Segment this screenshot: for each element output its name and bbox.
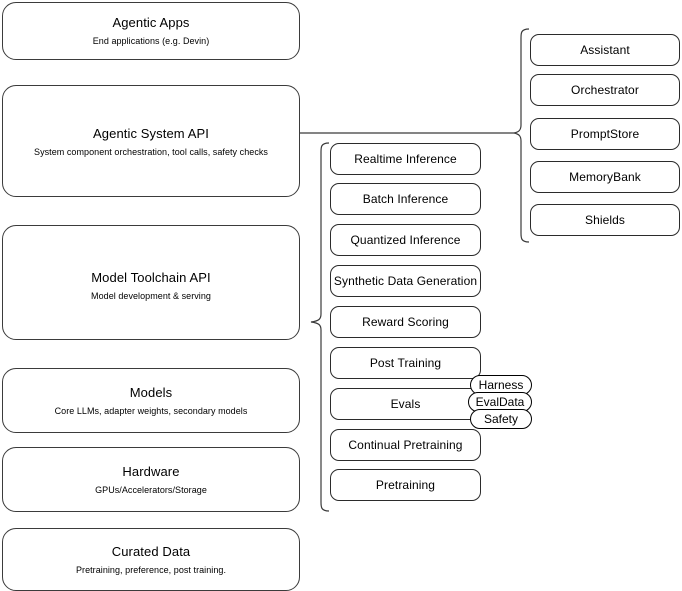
layer-text-group: Models Core LLMs, adapter weights, secon… — [55, 385, 248, 417]
toolchain-item-post-training[interactable]: Post Training — [330, 347, 481, 379]
layer-text-group: Hardware GPUs/Accelerators/Storage — [95, 464, 207, 496]
layer-curated-data[interactable]: Curated Data Pretraining, preference, po… — [2, 528, 300, 591]
toolchain-item-label: Continual Pretraining — [348, 438, 463, 452]
agentic-system-item-promptstore[interactable]: PromptStore — [530, 118, 680, 150]
toolchain-item-synthetic-data-generation[interactable]: Synthetic Data Generation — [330, 265, 481, 297]
layer-hardware[interactable]: Hardware GPUs/Accelerators/Storage — [2, 447, 300, 512]
layer-title: Model Toolchain API — [91, 269, 211, 285]
evals-tag-label: Harness — [478, 378, 524, 392]
agentic-system-item-memorybank[interactable]: MemoryBank — [530, 161, 680, 193]
agentic-system-item-orchestrator[interactable]: Orchestrator — [530, 74, 680, 106]
evals-tag-label: EvalData — [475, 395, 525, 409]
layer-subtitle: Model development & serving — [91, 290, 211, 301]
toolchain-item-quantized-inference[interactable]: Quantized Inference — [330, 224, 481, 256]
layer-model-toolchain-api[interactable]: Model Toolchain API Model development & … — [2, 225, 300, 340]
agentic-system-item-label: Shields — [584, 213, 626, 227]
toolchain-item-realtime-inference[interactable]: Realtime Inference — [330, 143, 481, 175]
layer-text-group: Agentic Apps End applications (e.g. Devi… — [93, 15, 210, 47]
agentic-system-item-label: MemoryBank — [569, 170, 641, 184]
layer-title: Curated Data — [111, 543, 191, 559]
evals-tag-label: Safety — [483, 412, 519, 426]
layer-subtitle: Core LLMs, adapter weights, secondary mo… — [54, 405, 248, 416]
toolchain-item-pretraining[interactable]: Pretraining — [330, 469, 481, 501]
layer-title: Hardware — [122, 463, 180, 479]
layer-agentic-system-api[interactable]: Agentic System API System component orch… — [2, 85, 300, 197]
toolchain-item-label: Realtime Inference — [354, 152, 457, 166]
brace-agentic-system — [513, 28, 530, 243]
layer-title: Agentic Apps — [112, 15, 190, 30]
layer-text-group: Agentic System API System component orch… — [34, 126, 268, 158]
layer-subtitle: End applications (e.g. Devin) — [92, 36, 210, 46]
agentic-system-item-label: PromptStore — [570, 127, 640, 141]
toolchain-item-label: Evals — [390, 397, 421, 411]
brace-model-toolchain — [310, 142, 330, 512]
evals-tag-safety[interactable]: Safety — [470, 409, 532, 429]
toolchain-item-label: Pretraining — [375, 478, 436, 492]
toolchain-item-label: Batch Inference — [362, 192, 449, 206]
layer-subtitle: System component orchestration, tool cal… — [34, 147, 268, 157]
agentic-system-item-shields[interactable]: Shields — [530, 204, 680, 236]
layer-text-group: Model Toolchain API Model development & … — [91, 270, 211, 302]
layer-title: Agentic System API — [93, 126, 209, 141]
agentic-system-item-label: Orchestrator — [571, 83, 639, 97]
layer-subtitle: GPUs/Accelerators/Storage — [95, 484, 207, 495]
toolchain-item-batch-inference[interactable]: Batch Inference — [330, 183, 481, 215]
layer-text-group: Curated Data Pretraining, preference, po… — [76, 544, 226, 576]
agentic-system-item-label: Assistant — [580, 43, 630, 57]
layer-subtitle: Pretraining, preference, post training. — [75, 564, 227, 575]
toolchain-item-label: Reward Scoring — [362, 315, 449, 329]
toolchain-item-label: Synthetic Data Generation — [333, 274, 478, 288]
agentic-system-item-assistant[interactable]: Assistant — [530, 34, 680, 66]
toolchain-item-label: Post Training — [369, 356, 442, 370]
layer-models[interactable]: Models Core LLMs, adapter weights, secon… — [2, 368, 300, 433]
toolchain-item-evals[interactable]: Evals — [330, 388, 481, 420]
toolchain-item-reward-scoring[interactable]: Reward Scoring — [330, 306, 481, 338]
toolchain-item-label: Quantized Inference — [350, 233, 461, 247]
layer-title: Models — [129, 384, 173, 400]
toolchain-item-continual-pretraining[interactable]: Continual Pretraining — [330, 429, 481, 461]
layer-agentic-apps[interactable]: Agentic Apps End applications (e.g. Devi… — [2, 2, 300, 60]
